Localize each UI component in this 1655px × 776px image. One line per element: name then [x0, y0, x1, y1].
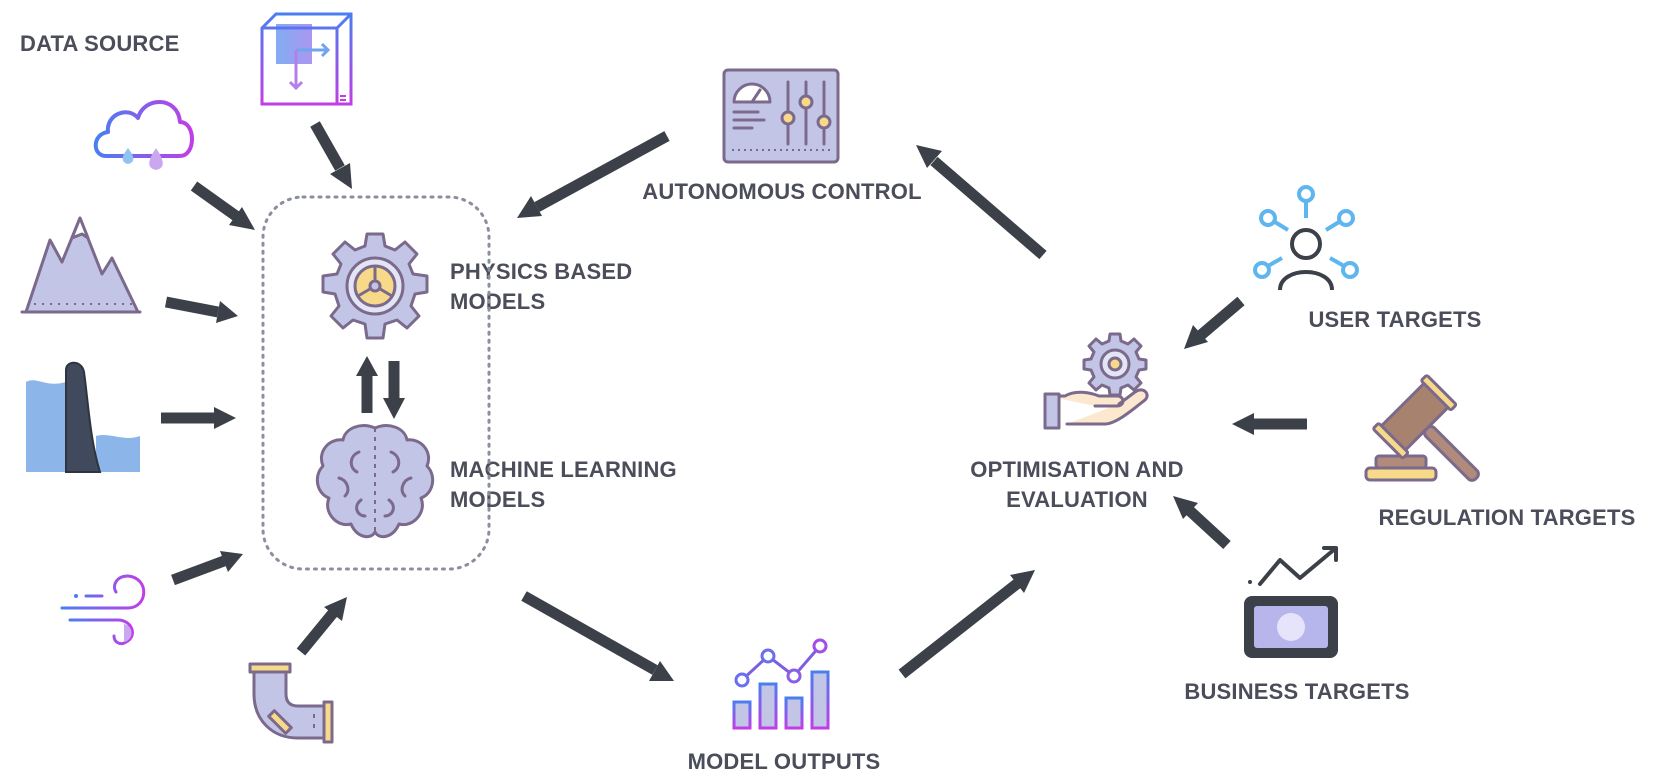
mountain-icon	[20, 216, 142, 314]
ml-models-label-line2: MODELS	[450, 487, 545, 512]
regulation-targets-label: REGULATION TARGETS	[1379, 505, 1636, 530]
data-source-label: DATA SOURCE	[20, 31, 179, 56]
arrow-ml-to-physics	[356, 356, 378, 413]
arrow-wind-to-models	[171, 551, 243, 586]
money-trend-icon	[1244, 546, 1338, 658]
arrow-business-to-optimisation	[1173, 496, 1231, 550]
arrow-cloud-to-models	[190, 181, 255, 230]
arrow-dam-to-models	[161, 407, 236, 429]
gear-hand-icon	[1043, 332, 1149, 430]
arrow-cube-to-models	[310, 121, 352, 189]
arrow-control-to-models	[517, 131, 670, 218]
arrow-physics-to-ml	[383, 361, 405, 419]
arrows	[161, 121, 1307, 681]
arrow-regulation-to-optimisation	[1232, 413, 1307, 435]
arrow-outputs-to-optimisation	[898, 570, 1035, 679]
ml-models-label: MACHINE LEARNING	[450, 457, 677, 482]
control-panel-icon	[722, 68, 840, 164]
business-targets-label: BUSINESS TARGETS	[1184, 679, 1409, 704]
rain-cloud-icon	[93, 100, 194, 170]
dam-icon	[26, 361, 140, 473]
data-cube-icon	[260, 12, 353, 106]
arrow-optimisation-to-control	[916, 145, 1047, 260]
brain-icon	[315, 424, 435, 539]
arrow-models-to-outputs	[521, 591, 674, 681]
wind-icon	[60, 574, 146, 646]
bar-chart-icon	[732, 638, 830, 730]
user-network-icon	[1253, 185, 1359, 291]
physics-models-label-line2: MODELS	[450, 289, 545, 314]
pipe-icon	[248, 662, 334, 744]
models-container	[261, 195, 491, 571]
optimisation-label-line2: EVALUATION	[1006, 487, 1148, 512]
physics-models-label: PHYSICS BASED	[450, 259, 632, 284]
gear-icon	[321, 232, 429, 340]
model-outputs-label: MODEL OUTPUTS	[688, 749, 881, 774]
autonomous-control-label: AUTONOMOUS CONTROL	[642, 179, 921, 204]
gavel-icon	[1364, 374, 1480, 482]
user-targets-label: USER TARGETS	[1308, 307, 1481, 332]
arrow-mountain-to-models	[164, 296, 238, 323]
arrow-user-to-optimisation	[1184, 296, 1245, 349]
optimisation-label: OPTIMISATION AND	[970, 457, 1183, 482]
arrow-pipe-to-models	[296, 597, 347, 656]
